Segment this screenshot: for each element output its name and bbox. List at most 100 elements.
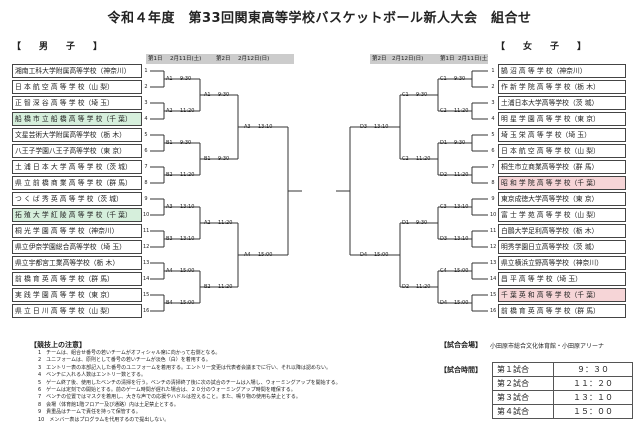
- schedule-game-name: 第４試合: [492, 404, 554, 419]
- mens-rounds-bar: 第1日 2月11日(土) 第2日 2月12日(日): [146, 54, 294, 64]
- seed-number: 5: [491, 132, 495, 138]
- seed-number: 4: [144, 116, 148, 122]
- team-box: 日 本 航 空 高 等 学 校（山 梨）: [498, 144, 626, 158]
- game-id: D4: [360, 252, 368, 258]
- rule-item: 8 会場（体育館1階フロアー及び通路）内は土足禁止とする。: [38, 401, 179, 408]
- game-id: A4: [166, 268, 173, 274]
- team-box: 日 本 航 空 高 等 学 校（山 梨）: [12, 80, 142, 94]
- team-box: 昭 和 学 院 高 等 学 校（千 葉）: [498, 176, 626, 190]
- team-box: 埼 玉 栄 高 等 学 校（埼 玉）: [498, 128, 626, 142]
- game-time: 9:30: [218, 92, 230, 98]
- venue-label: 【試合会場】: [440, 341, 482, 349]
- rule-item: 1 チームは、組合せ番号の若いチームがオフィシャル席に向かって右側となる。: [38, 350, 221, 356]
- team-box: 前 橋 育 英 高 等 学 校（群 馬）: [498, 304, 626, 318]
- game-time: 13:10: [180, 204, 195, 210]
- team-box: 白鷗大学足利高等学校（栃 木）: [498, 224, 626, 238]
- seed-number: 10: [143, 212, 150, 218]
- game-id: B1: [204, 156, 211, 162]
- team-box: 前 橋 育 英 高 等 学 校（群 馬）: [12, 272, 142, 286]
- seed-number: 11: [490, 228, 497, 234]
- team-box: 県立横浜立野高等学校（神奈川）: [498, 256, 626, 270]
- team-box: 県立伊奈学園総合高等学校（埼 玉）: [12, 240, 142, 254]
- game-id: C1: [402, 92, 409, 98]
- game-time: 11:20: [218, 220, 233, 226]
- game-id: A1: [204, 92, 211, 98]
- game-time: 15:00: [454, 268, 469, 274]
- game-id: D3: [360, 124, 368, 130]
- game-time: 13:10: [454, 204, 469, 210]
- game-id: A2: [204, 220, 211, 226]
- game-id: B1: [166, 140, 173, 146]
- seed-number: 4: [491, 116, 495, 122]
- game-time: 11:20: [454, 172, 469, 178]
- rule-item: 9 貴重品はチームで責任を持って保管する。: [38, 409, 141, 416]
- rule-item: 4 ベンチに入れる人数はエントリー数とする。: [38, 372, 147, 379]
- game-id: C4: [440, 268, 447, 274]
- schedule-game-time: ９：３０: [553, 362, 633, 377]
- game-id: D3: [440, 236, 448, 242]
- game-time: 11:20: [416, 284, 431, 290]
- team-box: 正 智 深 谷 高 等 学 校（埼 玉）: [12, 96, 142, 110]
- team-box: 県立宇都宮工業高等学校（栃 木）: [12, 256, 142, 270]
- game-id: D4: [440, 300, 448, 306]
- game-time: 13:10: [374, 124, 389, 130]
- seed-number: 6: [491, 148, 495, 154]
- schedule-game-name: 第１試合: [492, 362, 554, 377]
- team-box: 鵠 沼 高 等 学 校（神奈川）: [498, 64, 626, 78]
- team-box: 船 橋 市 立 船 橋 高 等 学 校（千 葉）: [12, 112, 142, 126]
- schedule-game-name: 第２試合: [492, 376, 554, 391]
- game-id: C1: [440, 76, 447, 82]
- mens-round2-label: 第2日: [216, 56, 231, 62]
- game-id: B2: [166, 172, 173, 178]
- team-box: 拓 殖 大 学 紅 陵 高 等 学 校（千 葉）: [12, 208, 142, 222]
- seed-number: 7: [144, 164, 148, 170]
- seed-number: 11: [143, 228, 150, 234]
- womens-section-label: 【 女 子 】: [496, 42, 587, 52]
- schedule-game-time: １１：２０: [553, 376, 633, 391]
- rule-item: 7 ベンチの位置ではマスクを着用し、大きな声での応援やハドルは控えること。また、…: [38, 394, 301, 401]
- rule-item: 5 ゲーム終了後、使用したベンチの清掃を行う。ベンチの清掃終了後に次の試合のチー…: [38, 379, 341, 386]
- game-id: A3: [166, 204, 173, 210]
- game-id: D1: [402, 220, 410, 226]
- game-time: 11:20: [454, 108, 469, 114]
- seed-number: 3: [144, 100, 148, 106]
- page-title: 令和４年度 第33回関東高等学校バスケットボール新人大会 組合せ: [107, 11, 532, 26]
- game-id: D2: [440, 172, 448, 178]
- schedule-label: 【試合時間】: [440, 366, 482, 374]
- seed-number: 1: [491, 68, 495, 74]
- game-id: D1: [440, 140, 448, 146]
- womens-rounds-bar: 第2日 2月12日(日) 第1日 2月11日(土): [370, 54, 488, 64]
- seed-number: 6: [144, 148, 148, 154]
- game-time: 15:00: [454, 300, 469, 306]
- mens-round1-date: 2月11日(土): [170, 56, 202, 62]
- rule-item: 6 ゲームは定刻での開始とする。前のゲーム時間が遅れた場合は、２０分のウォーミン…: [38, 387, 296, 394]
- seed-number: 16: [143, 308, 150, 314]
- game-id: A3: [244, 124, 251, 130]
- team-box: 桐 光 学 園 高 等 学 校（神奈川）: [12, 224, 142, 238]
- seed-number: 9: [491, 196, 495, 202]
- game-time: 15:00: [180, 300, 195, 306]
- seed-number: 8: [144, 180, 148, 186]
- womens-round2-date: 2月12日(日): [392, 56, 424, 62]
- game-time: 11:20: [180, 108, 195, 114]
- game-time: 9:30: [218, 156, 230, 162]
- seed-number: 12: [490, 244, 497, 250]
- rule-item: 3 エントリー表の本部記入した番号のユニフォームを着用する。エントリー変更は代表…: [38, 364, 332, 371]
- game-time: 9:30: [180, 76, 192, 82]
- seed-number: 1: [144, 68, 148, 74]
- team-box: 文星芸術大学附属高等学校（栃 木）: [12, 128, 142, 142]
- womens-round1-label: 第1日: [440, 56, 455, 62]
- schedule-game-time: １５：００: [553, 404, 633, 419]
- game-time: 9:30: [416, 220, 428, 226]
- game-time: 9:30: [454, 140, 466, 146]
- team-box: 明 星 学 園 高 等 学 校（東 京）: [498, 112, 626, 126]
- venue-value: 小田原市総合文化体育館・小田原アリーナ: [490, 343, 605, 350]
- game-time: 15:00: [180, 268, 195, 274]
- game-id: A1: [166, 76, 173, 82]
- mens-round1-label: 第1日: [148, 56, 163, 62]
- seed-number: 12: [143, 244, 150, 250]
- rule-item: 2 ユニフォームは、原則として番号の若いチームが淡色（白）を着用する。: [38, 357, 211, 364]
